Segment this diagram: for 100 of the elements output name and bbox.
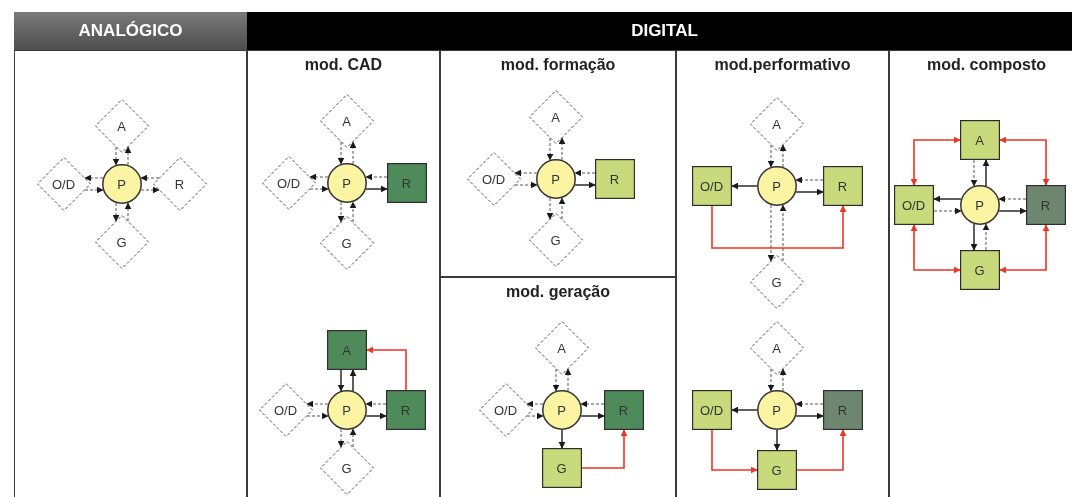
arrow (558, 197, 566, 220)
node-label: G (771, 463, 782, 476)
arrow (580, 412, 605, 420)
process-circle (535, 158, 576, 199)
square-node (594, 158, 635, 199)
arrow (982, 223, 990, 251)
node-label: A (772, 117, 781, 130)
node-label: P (772, 403, 781, 416)
node-label: A (551, 110, 560, 123)
node-label: A (975, 133, 984, 146)
arrow (514, 181, 538, 189)
arrow (767, 368, 775, 392)
arrow (564, 368, 572, 392)
square-node (959, 249, 1000, 290)
arrow (337, 141, 345, 165)
dashed-diamond (466, 151, 521, 206)
panel-title: mod. geração (505, 283, 611, 301)
node-label: R (837, 403, 848, 416)
process-circle (326, 162, 367, 203)
arrow (140, 186, 160, 194)
node-label: P (342, 403, 351, 416)
panel-title: mod. CAD (303, 56, 384, 74)
header-band: DIGITAL (247, 12, 1072, 50)
square-node (756, 449, 797, 490)
arrow (349, 141, 357, 165)
square-node (691, 165, 732, 206)
arrow (999, 136, 1050, 186)
arrow (580, 400, 605, 408)
arrow (970, 223, 978, 251)
arrow (558, 137, 566, 161)
dashed-diamond (258, 382, 313, 437)
dashed-diamond (749, 254, 804, 309)
header-band: ANALÓGICO (14, 12, 247, 50)
arrow (306, 412, 329, 420)
node-label: O/D (699, 403, 724, 416)
arrow (124, 146, 132, 166)
dashed-diamond (36, 156, 91, 211)
square-node (893, 184, 934, 225)
node-label: A (557, 341, 566, 354)
arrow (998, 195, 1027, 203)
arrow (779, 204, 787, 262)
square-node (822, 165, 863, 206)
dashed-diamond (534, 320, 589, 375)
node-label: P (975, 198, 984, 211)
process-circle (326, 389, 367, 430)
arrow (795, 188, 824, 196)
dashed-diamond (749, 320, 804, 375)
panel (676, 50, 889, 497)
dashed-diamond (152, 156, 207, 211)
arrow (910, 224, 961, 274)
panel (247, 50, 440, 497)
arrow (124, 202, 132, 222)
arrow (933, 195, 962, 203)
arrow (366, 346, 407, 391)
arrow (970, 159, 978, 187)
arrow (84, 174, 104, 182)
panel (440, 50, 676, 277)
dashed-diamond (319, 440, 374, 495)
arrow (773, 429, 781, 451)
arrow (526, 400, 544, 408)
dashed-diamond (261, 155, 316, 210)
dashed-diamond (528, 89, 583, 144)
arrow (767, 204, 775, 262)
panel (14, 50, 247, 497)
arrow (526, 412, 544, 420)
arrow (910, 136, 961, 186)
node-label: O/D (493, 403, 518, 416)
arrow (795, 412, 824, 420)
process-circle (959, 184, 1000, 225)
node-label: G (771, 275, 782, 288)
node-label: O/D (273, 403, 298, 416)
arrow (711, 429, 758, 474)
node-label: G (556, 461, 567, 474)
node-label: P (772, 179, 781, 192)
node-label: O/D (901, 198, 926, 211)
node-label: A (772, 341, 781, 354)
square-node (386, 162, 427, 203)
arrow (546, 197, 554, 220)
arrow (795, 176, 824, 184)
node-label: A (117, 119, 126, 132)
node-label: P (551, 172, 560, 185)
square-node (603, 389, 644, 430)
node-label: A (342, 114, 351, 127)
arrow (795, 400, 824, 408)
arrow (365, 185, 388, 193)
arrow (365, 400, 387, 408)
panel (889, 50, 1072, 497)
arrow (365, 412, 387, 420)
arrow (112, 202, 120, 222)
node-label: R (1040, 198, 1051, 211)
node-label: R (174, 177, 185, 190)
dashed-diamond (319, 93, 374, 148)
node-label: O/D (276, 176, 301, 189)
node-label: P (342, 176, 351, 189)
arrow (112, 146, 120, 166)
arrow (711, 205, 847, 249)
node-label: R (401, 176, 412, 189)
arrow (552, 368, 560, 392)
arrow (574, 169, 596, 177)
process-circle (756, 165, 797, 206)
